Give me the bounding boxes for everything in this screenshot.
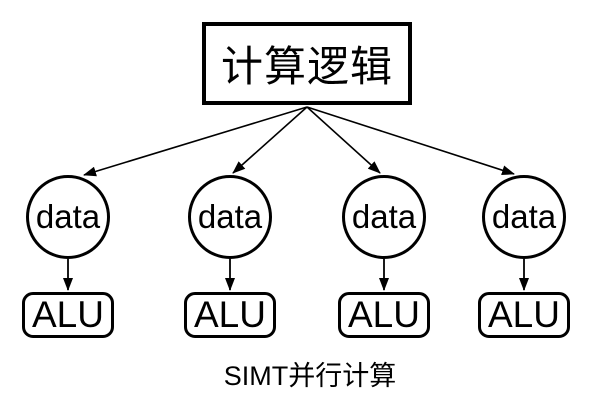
data-node-4: data xyxy=(482,175,566,259)
alu-node-2: ALU xyxy=(184,292,276,338)
alu-node-label: ALU xyxy=(488,294,560,335)
arrow-root-to-data-4 xyxy=(306,106,515,176)
alu-node-1: ALU xyxy=(22,292,114,338)
root-box: 计算逻辑 xyxy=(202,22,412,105)
data-node-1: data xyxy=(26,175,110,259)
alu-node-3: ALU xyxy=(338,292,430,338)
data-node-label: data xyxy=(351,198,417,235)
data-node-label: data xyxy=(35,198,101,235)
alu-node-label: ALU xyxy=(32,294,104,335)
data-node-3: data xyxy=(342,175,426,259)
root-label: 计算逻辑 xyxy=(220,43,393,90)
data-node-2: data xyxy=(188,175,272,259)
arrow-root-to-data-2 xyxy=(232,106,308,174)
arrow-root-to-data-3 xyxy=(306,106,381,174)
data-node-label: data xyxy=(491,198,557,235)
arrow-root-to-data-1 xyxy=(83,106,308,177)
data-node-label: data xyxy=(197,198,263,235)
alu-node-4: ALU xyxy=(478,292,570,338)
alu-node-label: ALU xyxy=(194,294,266,335)
alu-node-label: ALU xyxy=(348,294,420,335)
diagram-caption: SIMT并行计算 xyxy=(223,361,397,391)
